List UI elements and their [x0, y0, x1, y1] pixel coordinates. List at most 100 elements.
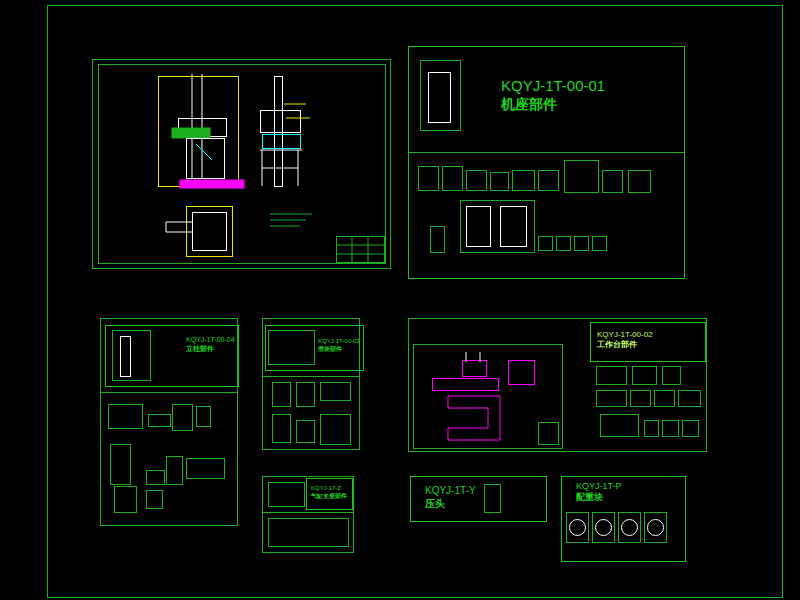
part-title-box: KQYJ-1T-00-03滑块部件 [265, 325, 364, 371]
part-thumbnail [173, 405, 193, 431]
part-thumbnail [269, 483, 305, 507]
sheet-frames [48, 6, 783, 598]
cylinder-line [166, 222, 192, 223]
part-name: 机座部件 [501, 96, 605, 114]
part-thumbnail [629, 171, 651, 193]
weight-thumbnails [567, 513, 667, 543]
note-line [270, 220, 306, 221]
leg-line [262, 168, 298, 169]
group-panel [101, 319, 238, 526]
note-line [270, 214, 312, 215]
drawing-number: KQYJ-1T-P [576, 481, 622, 492]
panel-divider [262, 376, 360, 377]
part-thumbnail [297, 383, 315, 407]
part-thumbnail [273, 383, 291, 407]
cylinder-line [166, 222, 167, 232]
part-thumbnails [419, 61, 651, 253]
part-thumbnail [663, 367, 681, 385]
part-thumbnail [663, 421, 679, 437]
part-thumbnail [197, 407, 211, 427]
part-thumbnail [443, 167, 463, 191]
part-thumbnail [567, 513, 589, 543]
view-frame [159, 77, 239, 187]
part-title-box: KQYJ-1T-00-04立柱部件 [105, 325, 239, 387]
part-outline [509, 361, 535, 385]
title-text-group: KQYJ-1T-00-04立柱部件 [186, 336, 235, 354]
cylinder-part [172, 128, 210, 138]
part-thumbnail [645, 421, 659, 437]
part-thumbnail [679, 391, 701, 407]
part-thumbnail [633, 367, 657, 385]
title-block [337, 237, 385, 263]
table-assembly [433, 352, 559, 445]
column-line [202, 74, 203, 178]
column-line [192, 74, 193, 178]
head-block [261, 111, 301, 133]
title-block [336, 245, 384, 246]
part-thumbnail [147, 471, 165, 485]
part-thumbnail [539, 237, 553, 251]
part-thumbnails [597, 367, 701, 437]
part-thumbnail [619, 513, 641, 543]
weight-disc [596, 520, 612, 536]
title-text-group: KQYJ-1T-Y压头 [425, 485, 476, 510]
table-line [260, 150, 302, 151]
title-block [336, 254, 384, 255]
part-sketch [467, 207, 491, 247]
outer-frame [48, 6, 783, 598]
panel-divider [408, 152, 684, 153]
part-title-box: KQYJ-1T-P配重块 [561, 476, 686, 562]
part-outline [463, 361, 487, 377]
frame-body [187, 139, 225, 179]
part-name: 立柱部件 [186, 345, 235, 354]
drawing-number: KQYJ-1T-Z [311, 485, 347, 493]
part-name: 气缸支座部件 [311, 493, 347, 501]
part-thumbnail [115, 487, 137, 513]
part-thumbnail [603, 171, 623, 193]
part-thumbnail [593, 237, 607, 251]
weight-disc [648, 520, 664, 536]
part-sketch [121, 337, 131, 377]
title-text-group: KQYJ-1T-Z气缸支座部件 [311, 485, 347, 500]
part-thumbnail [645, 513, 667, 543]
title-block [368, 236, 369, 262]
table-block [263, 135, 301, 149]
base-plate [180, 180, 244, 188]
title-block [352, 236, 353, 262]
part-thumbnail [167, 457, 183, 485]
part-thumbnail [321, 415, 351, 445]
weight-disc [570, 520, 586, 536]
part-sketch [501, 207, 527, 247]
drawing-number: KQYJ-1T-00-02 [597, 330, 653, 340]
part-thumbnail [419, 167, 439, 191]
part-name: 工作台部件 [597, 340, 653, 350]
drawing-number: KQYJ-1T-00-01 [501, 77, 605, 96]
part-thumbnail [109, 405, 143, 429]
part-thumbnail [565, 161, 599, 193]
part-thumbnail [431, 227, 445, 253]
part-thumbnail [655, 391, 675, 407]
press-assembly [159, 74, 311, 257]
title-block [539, 423, 559, 445]
part-title-box: KQYJ-1T-00-02工作台部件 [590, 322, 706, 362]
group-panel [409, 319, 707, 452]
part-title-box: KQYJ-1T-00-01机座部件 [408, 46, 685, 279]
part-name: 滑块部件 [318, 346, 360, 354]
part-thumbnail [491, 173, 509, 191]
group-panel [263, 319, 360, 450]
part-thumbnails [109, 331, 501, 547]
part-outline [448, 396, 500, 440]
leader-line [196, 144, 212, 160]
title-text-group: KQYJ-1T-P配重块 [576, 481, 622, 504]
part-title-box: KQYJ-1T-Z气缸支座部件 [306, 478, 353, 510]
column-line [275, 77, 283, 187]
leader-line [284, 104, 306, 105]
part-outline [433, 379, 499, 391]
part-thumbnail [513, 171, 535, 191]
panel-divider [262, 512, 354, 513]
drawing-number: KQYJ-1T-Y [425, 485, 476, 498]
part-sketch [429, 73, 451, 123]
part-thumbnail [539, 171, 559, 191]
part-thumbnail [557, 237, 571, 251]
